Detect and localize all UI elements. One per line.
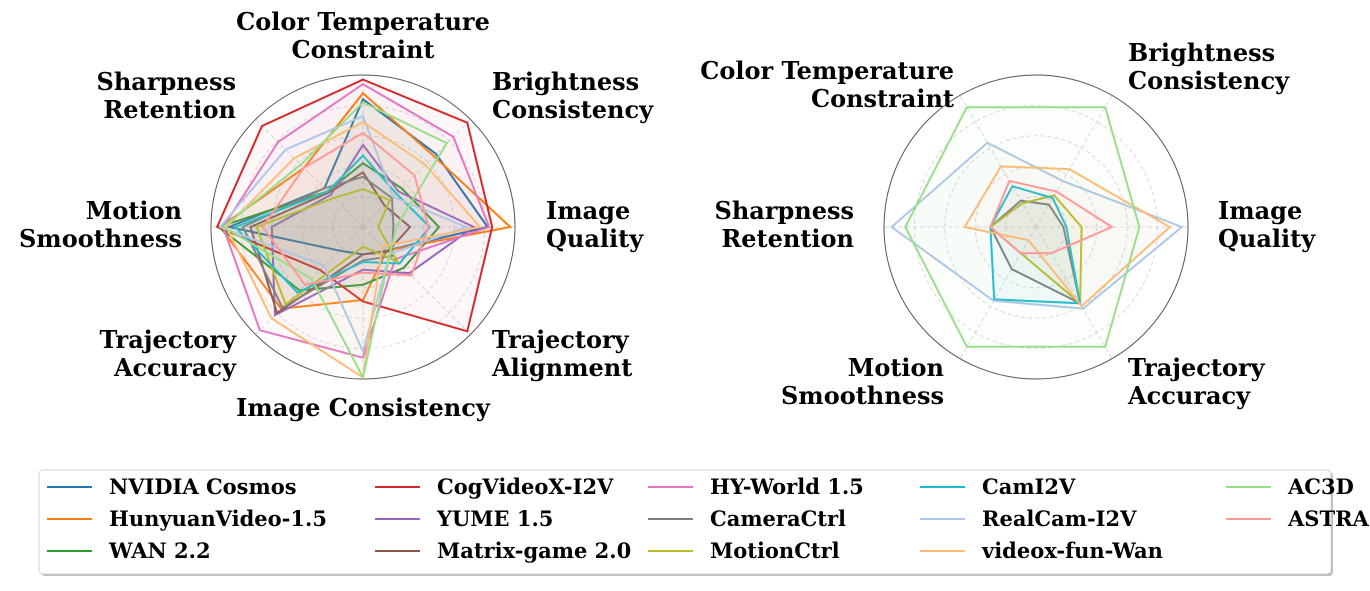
- axis-spoke: [1035, 226, 1113, 359]
- legend-label: ASTRA: [1287, 506, 1370, 531]
- legend-item-cogvideox-i2v: CogVideoX-I2V: [375, 474, 614, 499]
- series-astra: [261, 131, 430, 287]
- axis-spoke: [362, 226, 471, 335]
- legend-item-hunyuanvideo-1-5: HunyuanVideo-1.5: [47, 506, 327, 531]
- legend-item-ac3d: AC3D: [1226, 474, 1354, 499]
- legend-box: [38, 469, 1332, 575]
- legend-item-yume-1-5: YUME 1.5: [375, 506, 553, 531]
- series-realcam-i2v: [218, 114, 470, 355]
- legend-item-astra: ASTRA: [1226, 506, 1370, 531]
- legend-label: Matrix-game 2.0: [437, 538, 631, 563]
- axis-spoke: [959, 226, 1037, 359]
- legend-item-videox-fun-wan: videox-fun-Wan: [920, 538, 1163, 563]
- series-hy-world-1-5: [222, 82, 491, 359]
- grid-circle: [974, 165, 1098, 289]
- legend-label: CamI2V: [982, 474, 1076, 499]
- legend-item-wan-2-2: WAN 2.2: [47, 538, 211, 563]
- outer-circle: [883, 74, 1189, 380]
- legend-item-cameractrl: CameraCtrl: [648, 506, 846, 531]
- series-videox-fun-wan: [963, 165, 1172, 308]
- legend-item-realcam-i2v: RealCam-I2V: [920, 506, 1137, 531]
- legend-label: RealCam-I2V: [982, 506, 1137, 531]
- legend-label: AC3D: [1287, 474, 1354, 499]
- grid-circle: [301, 165, 425, 289]
- legend-item-cami2v: CamI2V: [920, 474, 1076, 499]
- legend-label: NVIDIA Cosmos: [109, 474, 297, 499]
- series-ac3d: [221, 101, 449, 381]
- series-realcam-i2v: [889, 141, 1184, 310]
- legend-item-hy-world-1-5: HY-World 1.5: [648, 474, 864, 499]
- legend-item-motionctrl: MotionCtrl: [648, 538, 840, 563]
- series-astra: [989, 179, 1115, 255]
- legend-label: MotionCtrl: [710, 538, 840, 563]
- legend-label: HY-World 1.5: [710, 474, 864, 499]
- legend-label: CameraCtrl: [710, 506, 846, 531]
- series-cogvideox-i2v: [215, 78, 494, 333]
- axis-spoke: [255, 226, 364, 335]
- legend-item-matrix-game-2-0: Matrix-game 2.0: [375, 538, 631, 563]
- axis-spoke: [1035, 95, 1113, 228]
- legend-label: videox-fun-Wan: [981, 538, 1163, 563]
- series-ac3d: [904, 106, 1141, 348]
- axis-spoke: [255, 119, 364, 228]
- axis-label-image-consistency: Image Consistency: [236, 393, 491, 422]
- legend-label: YUME 1.5: [436, 506, 553, 531]
- legend-label: HunyuanVideo-1.5: [109, 506, 327, 531]
- series-motionctrl: [255, 187, 400, 306]
- axis-spoke: [959, 95, 1037, 228]
- legend-item-nvidia-cosmos: NVIDIA Cosmos: [47, 474, 297, 499]
- legend-label: WAN 2.2: [108, 538, 211, 563]
- legend-label: CogVideoX-I2V: [437, 474, 614, 499]
